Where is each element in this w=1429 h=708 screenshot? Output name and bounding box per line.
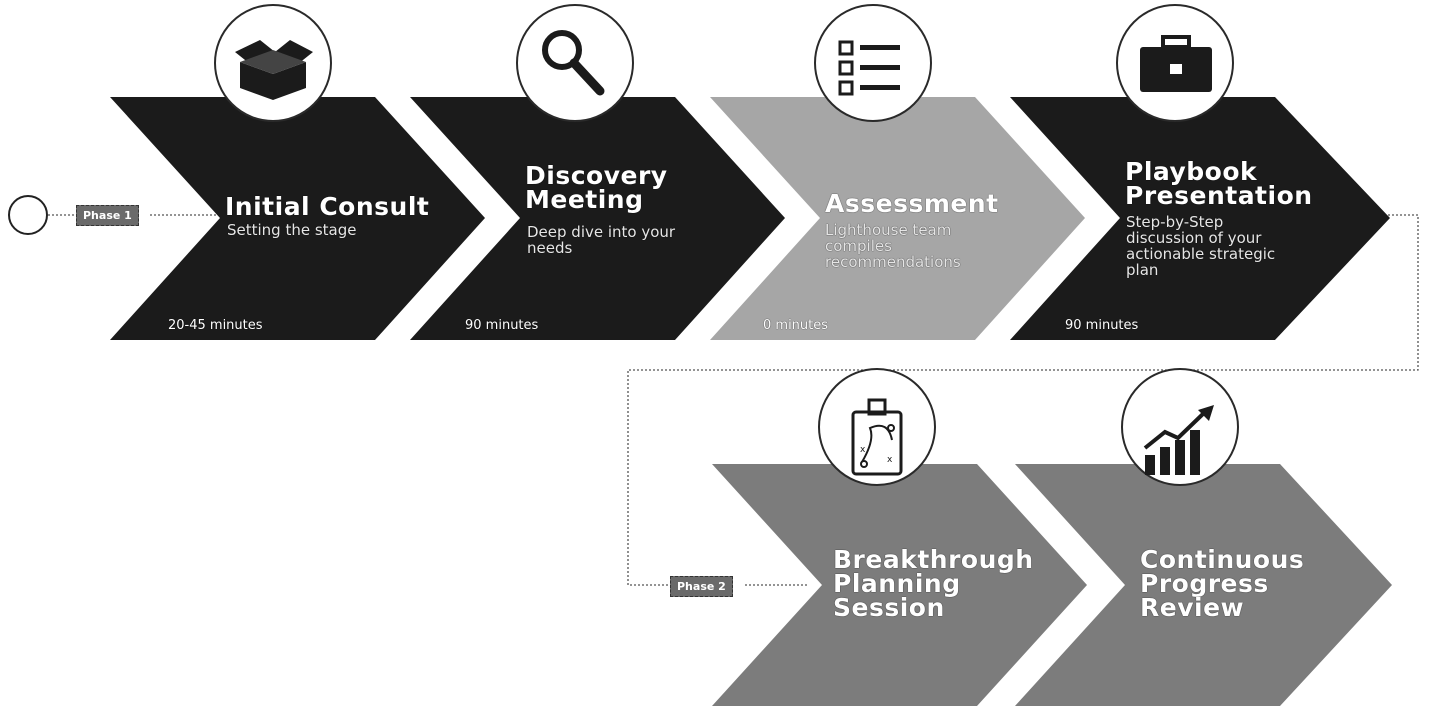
growth-chart-icon bbox=[1143, 405, 1214, 475]
chevron-discovery-meeting bbox=[410, 97, 785, 340]
step-duration-assessment: 0 minutes bbox=[763, 318, 829, 333]
step-title-assessment: Assessment bbox=[825, 189, 999, 218]
step-title-breakthrough-planning: Breakthrough Planning Session bbox=[833, 545, 1034, 622]
chevron-continuous-progress bbox=[1015, 464, 1392, 706]
svg-text:x: x bbox=[887, 455, 893, 465]
step-title-discovery-meeting: Discovery Meeting bbox=[525, 161, 668, 214]
step-duration-playbook-presentation: 90 minutes bbox=[1065, 318, 1139, 333]
connector-loop bbox=[627, 214, 1419, 586]
checklist-icon bbox=[838, 40, 900, 96]
step-title-continuous-progress: Continuous Progress Review bbox=[1140, 545, 1305, 622]
chevron-assessment bbox=[710, 97, 1085, 340]
step-subtitle-discovery-meeting: Deep dive into your needs bbox=[527, 223, 676, 257]
phase-2-label: Phase 2 bbox=[670, 576, 733, 597]
step-subtitle-playbook-presentation: Step-by-Step discussion of your actionab… bbox=[1126, 213, 1276, 279]
icon-circle-5 bbox=[818, 368, 936, 486]
start-node bbox=[8, 195, 48, 235]
clipboard-plan-icon: x x bbox=[851, 398, 903, 476]
chevron-initial-consult bbox=[110, 97, 485, 340]
open-box-icon bbox=[235, 40, 313, 100]
step-subtitle-initial-consult: Setting the stage bbox=[227, 221, 357, 239]
magnifier-icon bbox=[542, 30, 605, 96]
icon-circle-3 bbox=[814, 4, 932, 122]
step-title-initial-consult: Initial Consult bbox=[225, 192, 430, 221]
step-duration-discovery-meeting: 90 minutes bbox=[465, 318, 539, 333]
svg-text:x: x bbox=[860, 445, 866, 455]
step-title-playbook-presentation: Playbook Presentation bbox=[1125, 157, 1313, 210]
step-subtitle-assessment: Lighthouse team compiles recommendations bbox=[825, 221, 961, 271]
chevron-breakthrough-planning bbox=[712, 464, 1087, 706]
step-duration-initial-consult: 20-45 minutes bbox=[168, 318, 263, 333]
chevron-playbook-presentation bbox=[1010, 97, 1390, 340]
briefcase-icon bbox=[1140, 35, 1212, 92]
phase-1-label: Phase 1 bbox=[76, 205, 139, 226]
